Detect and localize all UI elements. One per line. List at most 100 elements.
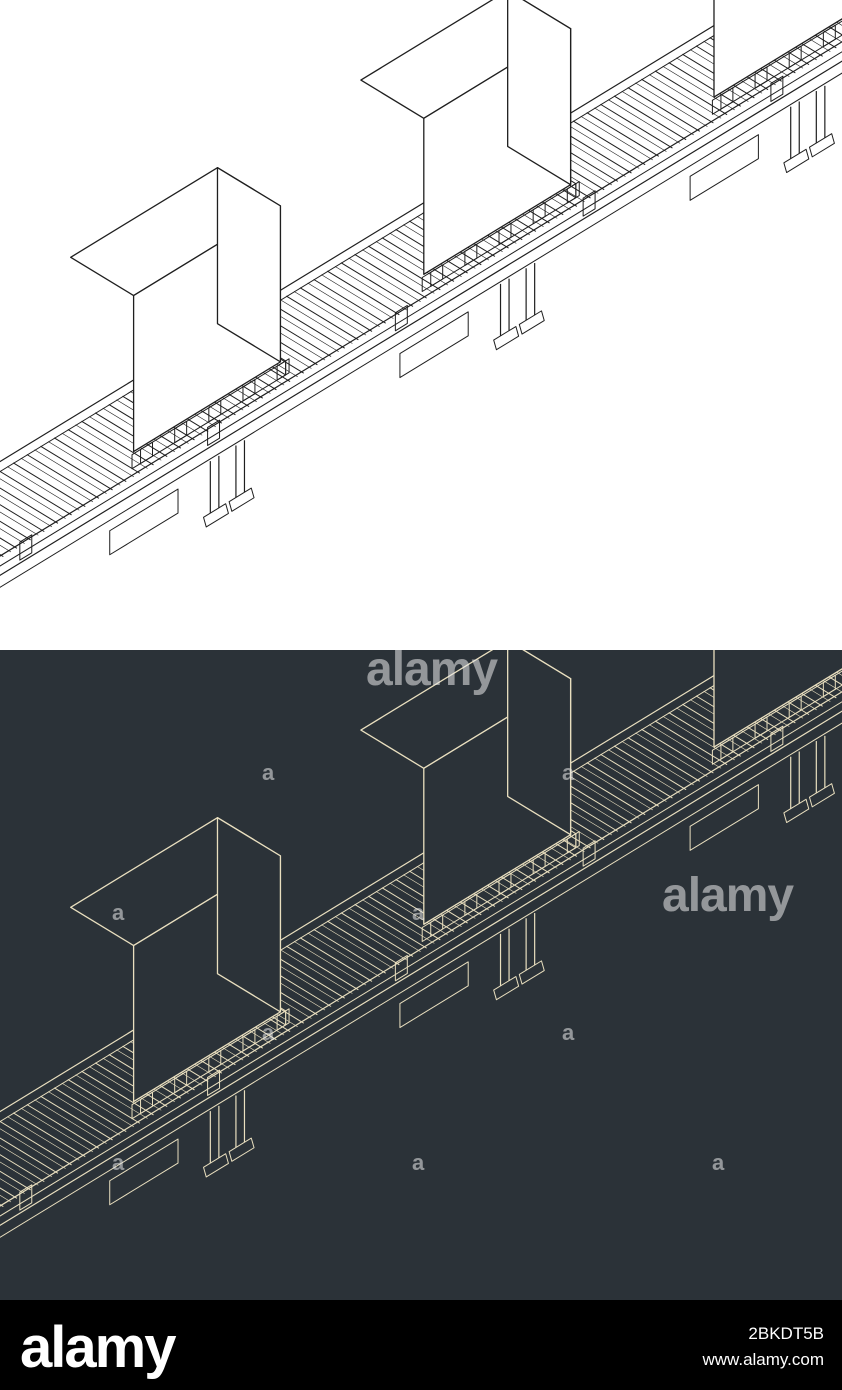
box-front-face (713, 650, 842, 748)
front-rail-top (0, 691, 842, 1207)
front-rail-base (0, 72, 842, 588)
conveyor-roller (94, 1062, 168, 1107)
pallet-front-face (711, 670, 842, 765)
conveyor-roller-edge (61, 1082, 135, 1128)
conveyor-roller-edge (20, 457, 94, 503)
pallet-block (464, 243, 478, 266)
conveyor-roller (0, 1120, 72, 1166)
conveyor-roller (272, 303, 345, 349)
conveyor-roller-edge (0, 1145, 53, 1178)
pallet-block (822, 24, 836, 48)
pallet-block (276, 1008, 290, 1031)
pallet-block (720, 87, 734, 110)
conveyor-roller (668, 62, 741, 107)
drive-box (109, 488, 179, 556)
conveyor-roller-edge (0, 511, 39, 536)
rail-connector (19, 534, 33, 561)
front-rail-top (0, 41, 842, 557)
conveyor-roller-edge (648, 724, 722, 769)
leg-foot (808, 133, 835, 158)
conveyor-roller (40, 1095, 113, 1141)
conveyor-roller (67, 429, 141, 474)
conveyor-roller (654, 70, 728, 116)
conveyor-roller (286, 945, 359, 991)
conveyor-roller-edge (580, 765, 653, 811)
conveyor-roller (0, 554, 4, 558)
front-rail-mid (0, 701, 842, 1217)
light-blueprint-panel (0, 0, 842, 650)
conveyor-roller-edge (75, 424, 148, 469)
watermark-marker: a (562, 1020, 574, 1045)
conveyor-roller (340, 912, 414, 957)
conveyor-roller-edge (0, 1194, 12, 1203)
conveyor-roller (81, 1070, 154, 1116)
conveyor-roller-edge (662, 715, 735, 761)
conveyor-roller (313, 278, 386, 324)
conveyor-roller-edge (566, 124, 640, 169)
conveyor-roller-edge (7, 466, 80, 511)
pallet-block (464, 893, 478, 916)
conveyor-roller (586, 112, 660, 157)
conveyor-roller (26, 1104, 100, 1149)
pallet-block (242, 379, 256, 402)
pallet-block (498, 872, 512, 896)
watermark-marker: a (262, 1020, 274, 1045)
conveyor-roller (299, 937, 373, 982)
pallet-block (174, 1070, 188, 1094)
pallet-block (242, 1029, 256, 1052)
front-rail-mid (0, 51, 842, 567)
footer-image-id: 2BKDT5B (748, 1324, 824, 1343)
stock-footer: alamy 2BKDT5B www.alamy.com (0, 1300, 842, 1390)
conveyor-roller-edge (280, 949, 353, 994)
dark-conveyor-drawing (0, 650, 842, 1238)
conveyor-roller (26, 454, 100, 499)
conveyor-roller (600, 753, 673, 799)
conveyor-roller (40, 445, 113, 491)
cargo-box-middle (360, 0, 572, 275)
conveyor-roller (381, 887, 455, 932)
conveyor-roller-edge (321, 924, 394, 969)
conveyor-roller (627, 87, 701, 132)
drive-box (399, 961, 469, 1029)
rail-connector (394, 954, 408, 982)
conveyor-roller (668, 712, 741, 757)
drive-box (109, 1138, 179, 1206)
conveyor-roller-edge (334, 266, 408, 311)
conveyor-roller (354, 903, 427, 949)
rail-connector (582, 190, 596, 217)
conveyor-roller (81, 420, 154, 466)
conveyor-roller-edge (48, 441, 121, 486)
pallet-block (276, 358, 290, 381)
conveyor-roller-edge (375, 241, 449, 286)
conveyor-roller-edge (61, 432, 135, 478)
conveyor-roller (286, 295, 359, 341)
pallet-block (140, 1091, 154, 1114)
conveyor-roller (67, 1079, 141, 1124)
conveyor-roller (367, 245, 441, 291)
conveyor-roller (340, 262, 414, 307)
conveyor-roller (94, 412, 168, 457)
conveyor-roller-edge (648, 74, 722, 119)
pallet-block (208, 400, 222, 423)
conveyor-roller-edge (293, 291, 367, 336)
pallet-block (754, 66, 768, 89)
rail-connector (770, 725, 784, 752)
watermark-marker: a (112, 1150, 124, 1175)
conveyor-roller (0, 1137, 59, 1174)
conveyor-roller-edge (20, 1107, 94, 1153)
leg-foot (228, 487, 255, 512)
conveyor-roller-edge (607, 749, 681, 794)
conveyor-roller-edge (0, 1161, 39, 1186)
cargo-box-front (70, 816, 282, 1103)
leg-foot (228, 1137, 255, 1162)
leg-foot (493, 326, 520, 351)
front-rail-base (0, 722, 842, 1238)
conveyor-roller-edge (0, 1178, 25, 1194)
pallet-block (140, 441, 154, 464)
conveyor-roller (654, 720, 728, 766)
conveyor-roller-edge (635, 732, 708, 777)
conveyor-roller-edge (0, 478, 66, 519)
pallet-block (532, 851, 546, 875)
pallet-block (720, 737, 734, 760)
conveyor-roller-edge (75, 1074, 148, 1119)
